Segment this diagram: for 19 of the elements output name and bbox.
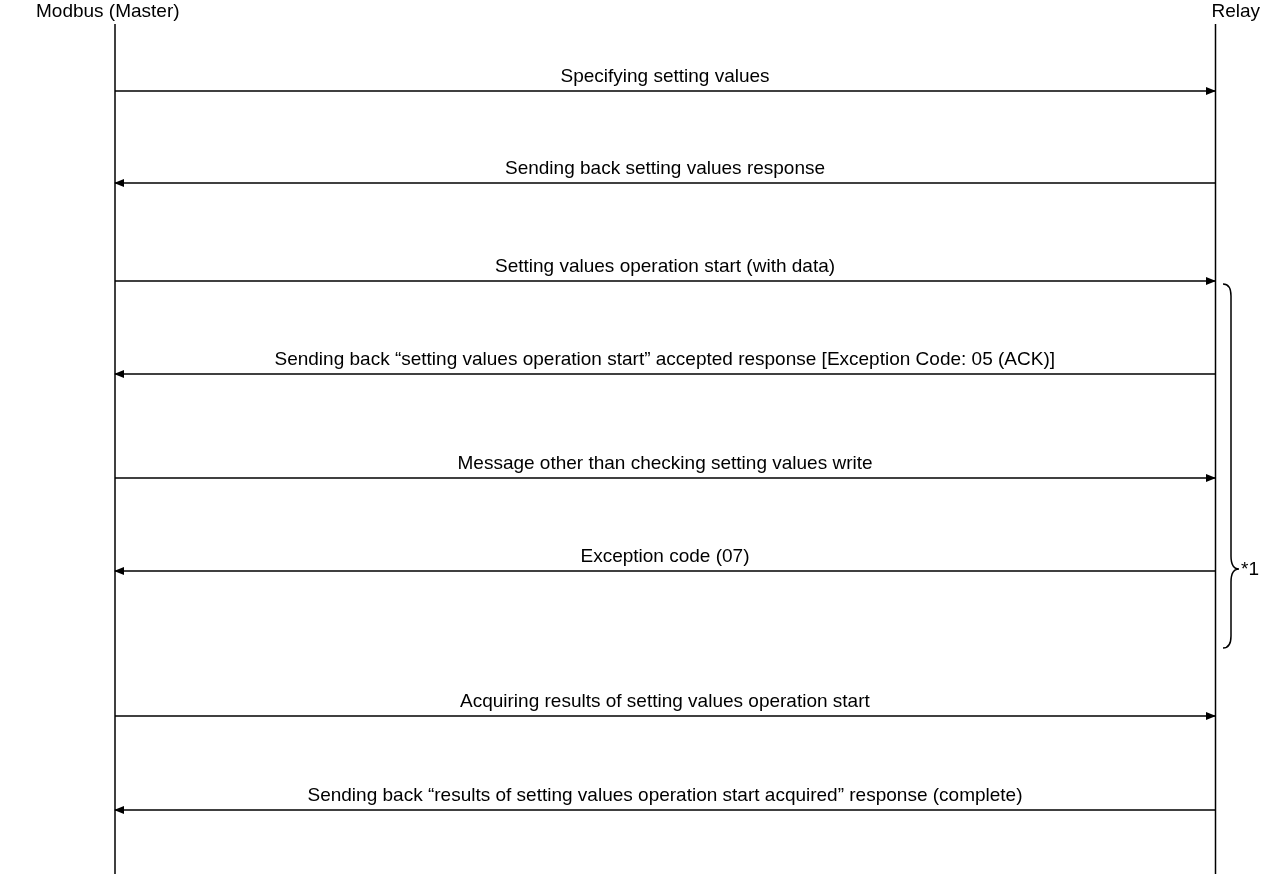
- edge-label: Acquiring results of setting values operation start: [460, 690, 870, 712]
- arrow: [114, 712, 1216, 720]
- participant-label: Modbus (Master): [36, 0, 180, 22]
- note-label: *1: [1241, 558, 1259, 580]
- participant-label: Relay: [1211, 0, 1261, 22]
- edge-label: Sending back “setting values operation start” accepted response [Exception Code: 05 (ACK)]: [274, 348, 1055, 370]
- arrow: [114, 370, 1216, 378]
- edge-label: Sending back setting values response: [505, 157, 826, 179]
- edge-label: Sending back “results of setting values operation start acquired” response (complete): [307, 784, 1023, 806]
- edge-label: Specifying setting values: [560, 65, 770, 87]
- edge-label: Message other than checking setting values write: [457, 452, 873, 474]
- arrow: [114, 277, 1216, 285]
- arrow: [114, 179, 1216, 187]
- edge-label: Setting values operation start (with data): [495, 255, 836, 277]
- arrow: [114, 474, 1216, 482]
- arrow: [114, 567, 1216, 575]
- arrow: [114, 87, 1216, 95]
- edge-label: Exception code (07): [580, 545, 750, 567]
- arrow: [114, 806, 1216, 814]
